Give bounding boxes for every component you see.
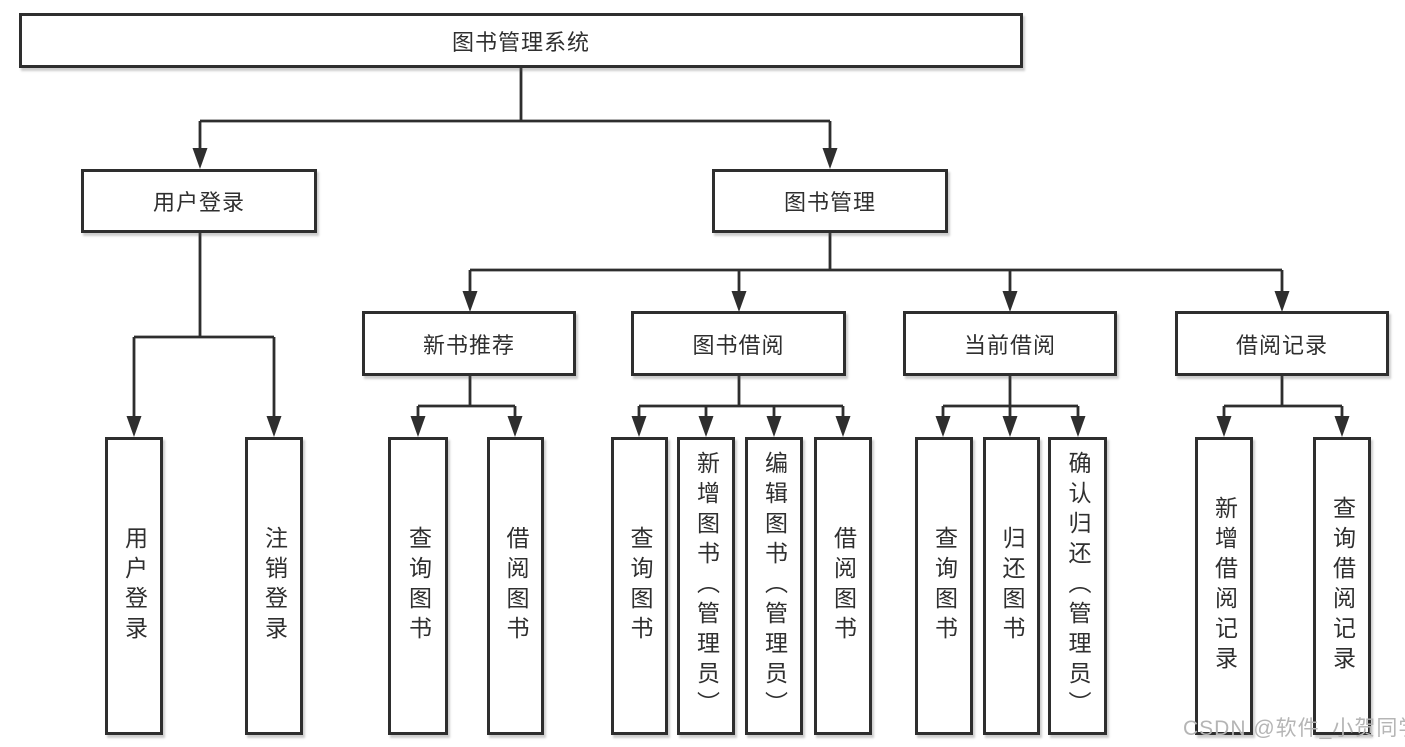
node-leaf-logout: 注销登录: [245, 437, 303, 735]
node-leaf-borrow-books-borrowing: 借阅图书: [814, 437, 872, 735]
node-label: 新增图书（管理员）: [693, 451, 720, 721]
node-label: 图书借阅: [692, 332, 785, 358]
node-label: 当前借阅: [963, 332, 1056, 358]
node-leaf-query-books-recommend: 查询图书: [388, 437, 448, 735]
node-label: 图书管理系统: [451, 29, 590, 55]
node-current-borrowing: 当前借阅: [903, 311, 1117, 376]
node-label: 新增借阅记录: [1211, 496, 1238, 676]
node-root-library-system: 图书管理系统: [19, 13, 1023, 68]
node-user-login: 用户登录: [81, 169, 317, 233]
node-label: 用户登录: [121, 526, 148, 646]
csdn-watermark: CSDN @软件_小贺同学: [1183, 717, 1405, 740]
node-leaf-return-books: 归还图书: [983, 437, 1040, 735]
node-borrowing-records: 借阅记录: [1175, 311, 1389, 376]
node-label: 新书推荐: [422, 332, 515, 358]
node-book-management: 图书管理: [712, 169, 948, 233]
node-leaf-add-books-admin: 新增图书（管理员）: [677, 437, 735, 735]
node-label: 查询图书: [405, 526, 432, 646]
node-label: 查询图书: [931, 526, 958, 646]
node-leaf-query-books-borrowing: 查询图书: [611, 437, 668, 735]
node-label: 注销登录: [261, 526, 288, 646]
node-new-book-recommend: 新书推荐: [362, 311, 576, 376]
node-label: 图书管理: [783, 190, 876, 215]
node-label: 借阅图书: [830, 526, 857, 646]
arrowheads: [126, 148, 1350, 437]
node-label: 用户登录: [152, 190, 245, 215]
node-label: 查询图书: [627, 526, 653, 646]
node-label: 借阅记录: [1235, 332, 1328, 358]
node-leaf-add-borrow-record: 新增借阅记录: [1195, 437, 1253, 735]
node-label: 编辑图书（管理员）: [761, 451, 788, 721]
node-leaf-confirm-return-admin: 确认归还（管理员）: [1048, 437, 1107, 735]
node-label: 查询借阅记录: [1329, 496, 1356, 676]
node-leaf-query-borrow-record: 查询借阅记录: [1313, 437, 1371, 735]
node-leaf-query-books-current: 查询图书: [915, 437, 973, 735]
node-label: 确认归还（管理员）: [1065, 451, 1091, 721]
node-leaf-user-login: 用户登录: [105, 437, 163, 735]
node-leaf-edit-books-admin: 编辑图书（管理员）: [745, 437, 803, 735]
node-leaf-borrow-books-recommend: 借阅图书: [487, 437, 544, 735]
node-book-borrowing: 图书借阅: [631, 311, 846, 376]
node-label: 借阅图书: [503, 526, 529, 646]
node-label: 归还图书: [999, 526, 1025, 646]
